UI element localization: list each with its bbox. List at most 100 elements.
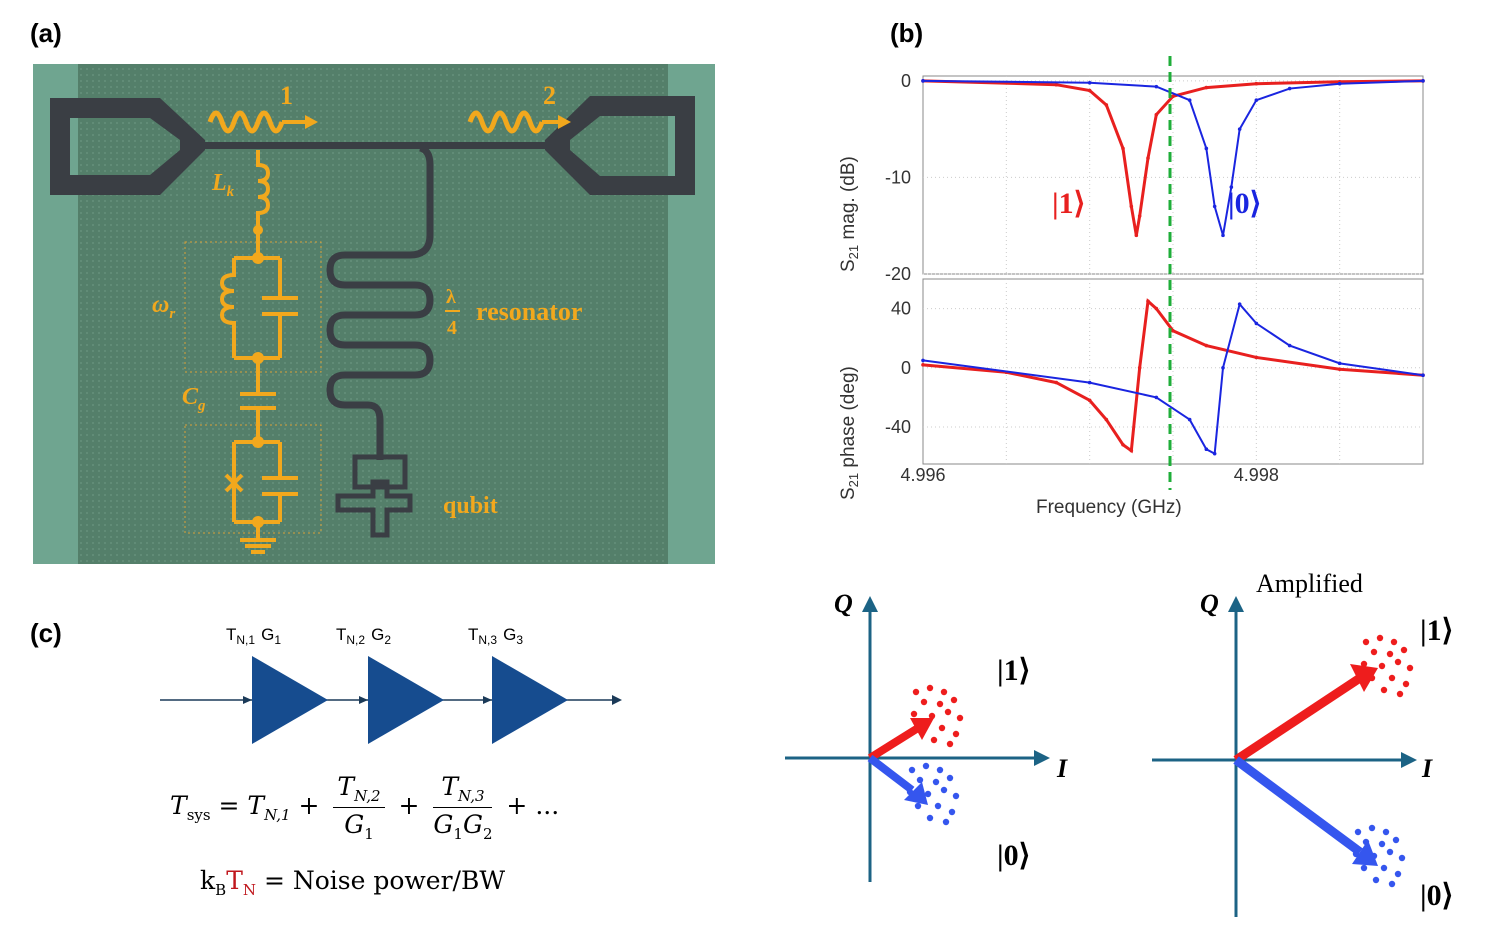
series-point	[1129, 204, 1134, 209]
right-state1-label: |1⟩	[1420, 614, 1453, 647]
iq-dot	[950, 696, 958, 704]
iq-dot	[956, 714, 964, 722]
left-state1-arrow	[867, 724, 921, 762]
iq-dot	[928, 712, 936, 720]
amplifier-3-triangle	[492, 656, 568, 744]
qubit-cross	[335, 479, 413, 538]
port-2-label: 2	[543, 81, 556, 110]
mag-series	[921, 79, 1425, 238]
iq-dot	[910, 710, 918, 718]
iq-dot	[934, 802, 942, 810]
iq-dot	[940, 786, 948, 794]
series-point	[1154, 306, 1159, 311]
resonator-capacitor	[262, 258, 298, 358]
Cg-label: Cg	[182, 384, 206, 414]
series-point	[1129, 448, 1134, 453]
iq-dot	[1354, 828, 1362, 836]
resonator-inductor	[219, 258, 236, 358]
series-point	[1204, 343, 1209, 348]
left-state0-label: |0⟩	[997, 839, 1030, 872]
series-point	[1154, 84, 1159, 89]
series-point	[1087, 398, 1092, 403]
series-point	[1337, 367, 1342, 372]
right-state0-arrow	[1233, 756, 1363, 856]
iq-dot	[1394, 658, 1402, 666]
series-point	[1254, 355, 1259, 360]
iq-dot	[1380, 686, 1388, 694]
y-tick-label: 0	[901, 358, 911, 378]
iq-dot	[926, 814, 934, 822]
left-state1-label: |1⟩	[997, 654, 1030, 687]
lambda-numerator: λ	[446, 286, 456, 308]
iq-dot	[1398, 854, 1406, 862]
series-point	[1087, 88, 1092, 93]
series-point	[1054, 380, 1059, 385]
iq-dot	[930, 736, 938, 744]
series-point	[1221, 366, 1225, 370]
iq-dot	[1360, 864, 1368, 872]
iq-dot	[1388, 674, 1396, 682]
series-point	[1204, 447, 1209, 452]
iq-dot	[946, 774, 954, 782]
series-point	[1204, 146, 1209, 151]
qubit-coupler	[352, 454, 408, 490]
iq-dot	[944, 708, 952, 716]
amplifier-2-triangle	[368, 656, 444, 744]
series-point	[1146, 299, 1150, 304]
iq-dot	[952, 792, 960, 800]
series-point	[1137, 214, 1142, 218]
iq-dot	[1362, 638, 1370, 646]
panel-label-c: (c)	[30, 618, 62, 648]
series-point	[1137, 366, 1142, 370]
x-tick-label: 4.998	[1234, 465, 1279, 485]
iq-dot	[1378, 662, 1386, 670]
iq-dot	[1402, 680, 1410, 688]
wave-2	[467, 110, 545, 134]
iq-dot	[1378, 840, 1386, 848]
iq-dot	[916, 776, 924, 784]
y-tick-label: -20	[885, 264, 911, 284]
phase-series	[921, 298, 1425, 456]
amplifier-1-triangle	[252, 656, 328, 744]
iq-dot	[1386, 650, 1394, 658]
phase-ylabel: S21 phase (deg)	[838, 366, 861, 500]
series-point	[1337, 81, 1342, 86]
right-I-label: I	[1421, 754, 1433, 783]
series-point	[1204, 85, 1209, 90]
iq-dot	[924, 790, 932, 798]
iq-dot	[926, 684, 934, 692]
series-point	[921, 358, 925, 363]
iq-dot	[1406, 664, 1414, 672]
iq-dot	[932, 778, 940, 786]
series-point	[1212, 451, 1217, 456]
y-tick-label: -10	[885, 167, 911, 187]
Lk-label: Lk	[211, 170, 235, 200]
series-point	[1121, 442, 1125, 447]
series-point	[1087, 380, 1092, 385]
iq-dot	[1400, 646, 1408, 654]
series-line-blue	[922, 302, 1424, 456]
iq-dot	[942, 818, 950, 826]
iq-dot	[1380, 864, 1388, 872]
iq-dot	[938, 724, 946, 732]
feedline	[200, 142, 550, 149]
iq-dot	[1372, 876, 1380, 884]
series-point	[1237, 302, 1242, 306]
series-point	[1154, 395, 1159, 400]
series-point	[1171, 94, 1175, 99]
left-state1-cloud	[910, 684, 964, 748]
iq-dot	[940, 688, 948, 696]
series-point	[1171, 329, 1175, 333]
noise-definition: kBTN = Noise power/BW	[200, 866, 506, 899]
iq-dot	[952, 730, 960, 738]
iq-dot	[1376, 634, 1384, 642]
series-point	[1212, 204, 1217, 209]
qubit-label: qubit	[443, 493, 498, 519]
frequency-xlabel: Frequency (GHz)	[1036, 497, 1182, 518]
iq-dot	[1382, 828, 1390, 836]
left-I-label: I	[1056, 754, 1068, 783]
